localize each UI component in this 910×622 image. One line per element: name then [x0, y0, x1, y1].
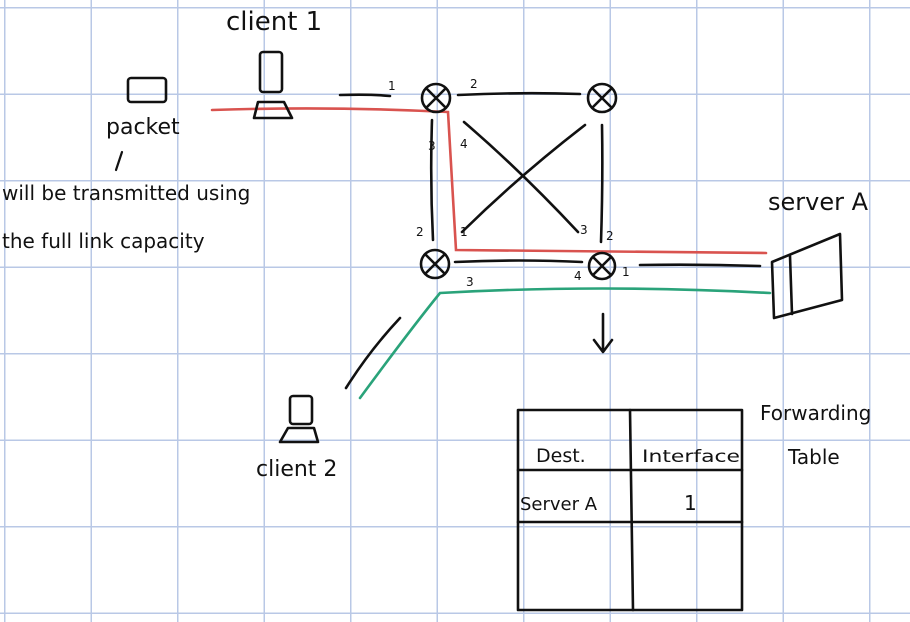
link-router-br-server: [638, 263, 762, 268]
table-header-dest: Dest.: [536, 445, 586, 467]
link-router-tr-router-br: [599, 123, 604, 244]
port-label: 1: [622, 265, 630, 279]
client-computer-icon: [278, 394, 320, 444]
port-label: 3: [580, 223, 588, 237]
table-column-divider: [628, 408, 635, 612]
table-cell: 1: [684, 491, 697, 515]
client2: client 2: [256, 394, 337, 482]
table-header-interface: Interface: [642, 447, 740, 467]
path-client1-to-server: [210, 107, 768, 255]
router-bottom-right: [587, 251, 617, 281]
table-cell: Server A: [520, 494, 598, 515]
link-diag-tl-br: [462, 120, 580, 234]
server-label: server A: [768, 188, 869, 216]
router-icon: [419, 248, 451, 280]
port-label: 3: [466, 275, 474, 289]
port-labels: 1 2 3 4 2 1 3 4 3 2 1: [388, 77, 630, 289]
network-links: [338, 91, 762, 390]
transmission-note: will be transmitted using the full link …: [2, 181, 250, 253]
packet-label: packet: [106, 115, 180, 140]
port-label: 2: [606, 229, 614, 243]
port-label: 2: [416, 225, 424, 239]
router-icon: [587, 251, 617, 281]
port-label: 1: [460, 225, 468, 239]
table-title-line-1: Forwarding: [760, 401, 871, 425]
link-client1-router-tl: [338, 93, 392, 98]
down-arrow-icon: [592, 312, 614, 354]
server-icon: [770, 232, 844, 320]
router-bottom-left: [419, 248, 451, 280]
link-diag-tr-bl: [460, 123, 587, 234]
port-label: 2: [470, 77, 478, 91]
port-label: 3: [428, 139, 436, 153]
path-client2-to-server: [358, 287, 772, 400]
port-label: 1: [388, 79, 396, 93]
link-router-tl-router-bl: [429, 118, 435, 242]
packet: packet: [106, 76, 180, 172]
server-a: server A: [768, 188, 869, 320]
client1-label: client 1: [226, 7, 322, 37]
router-icon: [586, 82, 618, 114]
packet-pointer: [114, 150, 124, 172]
note-line-2: the full link capacity: [2, 229, 205, 253]
link-router-tl-router-tr: [456, 91, 582, 97]
client-computer-icon: [252, 50, 294, 120]
note-line-1: will be transmitted using: [2, 181, 250, 205]
router-top-right: [586, 82, 618, 114]
client2-label: client 2: [256, 457, 337, 482]
link-router-bl-router-br: [453, 259, 584, 264]
client1: client 1: [226, 7, 322, 120]
router-icon: [420, 82, 452, 114]
router-top-left: [420, 82, 452, 114]
port-label: 4: [460, 137, 468, 151]
table-title-line-2: Table: [787, 445, 840, 469]
link-client2-router-bl: [344, 316, 402, 390]
port-label: 4: [574, 269, 582, 283]
packet-icon: [126, 76, 168, 104]
forwarding-table: Dest. Interface Server A 1 Forwarding Ta…: [516, 401, 871, 612]
